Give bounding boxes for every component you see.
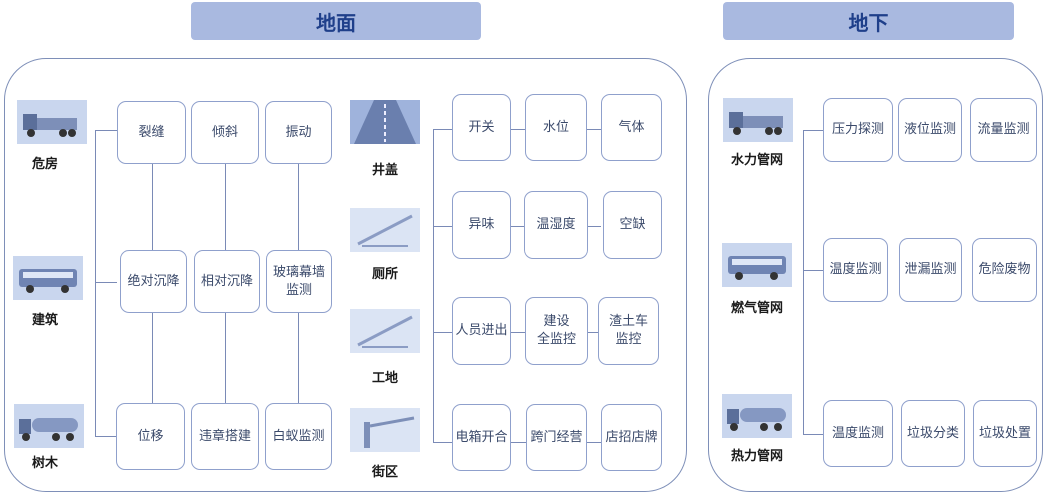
monitor-item[interactable]: 温度监测 bbox=[823, 238, 888, 302]
monitor-item[interactable]: 水位 bbox=[525, 94, 587, 161]
connector-line bbox=[433, 129, 434, 443]
connector-line bbox=[803, 270, 823, 271]
monitor-item[interactable]: 白蚁监测 bbox=[265, 403, 332, 470]
monitor-item[interactable]: 跨门经营 bbox=[526, 404, 587, 471]
category-label-weifang: 危房 bbox=[31, 157, 58, 172]
monitor-item[interactable]: 开关 bbox=[452, 94, 511, 161]
tanker-truck-icon bbox=[722, 394, 792, 438]
barrier-gate-icon bbox=[350, 408, 420, 452]
monitor-item[interactable]: 位移 bbox=[116, 403, 185, 470]
monitor-item[interactable]: 店招店牌 bbox=[601, 404, 662, 471]
category-label-shuili: 水力管网 bbox=[730, 153, 783, 168]
monitor-item[interactable]: 空缺 bbox=[603, 191, 662, 259]
monitor-item[interactable]: 绝对沉降 bbox=[120, 250, 187, 313]
connector-line bbox=[803, 130, 804, 435]
monitor-item[interactable]: 气体 bbox=[601, 94, 662, 161]
crane-icon bbox=[350, 309, 420, 353]
monitor-item[interactable]: 流量监测 bbox=[970, 98, 1037, 162]
connector-line bbox=[433, 332, 452, 333]
category-label-jiequ: 街区 bbox=[371, 465, 398, 480]
monitor-item[interactable]: 温度监测 bbox=[823, 400, 893, 467]
monitor-item[interactable]: 振动 bbox=[265, 101, 332, 164]
tanker-truck-icon bbox=[14, 404, 84, 448]
monitor-item[interactable]: 泄漏监测 bbox=[899, 238, 962, 302]
monitor-item[interactable]: 裂缝 bbox=[117, 101, 186, 164]
connector-line bbox=[95, 130, 117, 131]
category-label-gongdi: 工地 bbox=[371, 371, 398, 386]
connector-line bbox=[803, 434, 823, 435]
monitor-item[interactable]: 倾斜 bbox=[191, 101, 259, 164]
monitor-item[interactable]: 垃圾处置 bbox=[973, 400, 1037, 467]
category-label-jianzhu: 建筑 bbox=[31, 313, 58, 328]
connector-line bbox=[433, 129, 452, 130]
bus-icon bbox=[722, 243, 792, 287]
connector-line bbox=[95, 130, 96, 437]
category-label-reli: 热力管网 bbox=[730, 449, 783, 464]
connector-line bbox=[433, 442, 452, 443]
category-label-shumu: 树木 bbox=[31, 456, 58, 471]
underground-header: 地下 bbox=[723, 2, 1014, 40]
truck-icon bbox=[17, 100, 87, 144]
ground-header: 地面 bbox=[191, 2, 481, 40]
monitor-item[interactable]: 违章搭建 bbox=[191, 403, 259, 470]
category-label-ranqi: 燃气管网 bbox=[730, 301, 783, 316]
monitor-item[interactable]: 温湿度 bbox=[524, 191, 588, 259]
connector-line bbox=[433, 226, 452, 227]
monitor-item[interactable]: 压力探测 bbox=[823, 98, 893, 162]
monitor-item[interactable]: 玻璃幕墙 监测 bbox=[266, 250, 332, 313]
category-label-cesuo: 厕所 bbox=[371, 267, 398, 282]
monitor-item[interactable]: 建设 全监控 bbox=[525, 297, 588, 365]
connector-line bbox=[803, 130, 823, 131]
monitor-item[interactable]: 垃圾分类 bbox=[901, 400, 965, 467]
monitor-item[interactable]: 异味 bbox=[452, 191, 511, 259]
truck-icon bbox=[723, 98, 793, 142]
monitor-item[interactable]: 人员进出 bbox=[452, 297, 511, 365]
road-icon bbox=[350, 100, 420, 144]
connector-line bbox=[95, 436, 117, 437]
monitor-item[interactable]: 电箱开合 bbox=[452, 404, 511, 471]
monitor-item[interactable]: 相对沉降 bbox=[194, 250, 260, 313]
crane-icon bbox=[350, 208, 420, 252]
category-label-jinggai: 井盖 bbox=[371, 163, 398, 178]
monitor-item[interactable]: 渣土车 监控 bbox=[598, 297, 659, 365]
monitor-item[interactable]: 液位监测 bbox=[898, 98, 962, 162]
bus-icon bbox=[13, 256, 83, 300]
monitor-item[interactable]: 危险废物 bbox=[972, 238, 1037, 302]
connector-line bbox=[95, 282, 117, 283]
